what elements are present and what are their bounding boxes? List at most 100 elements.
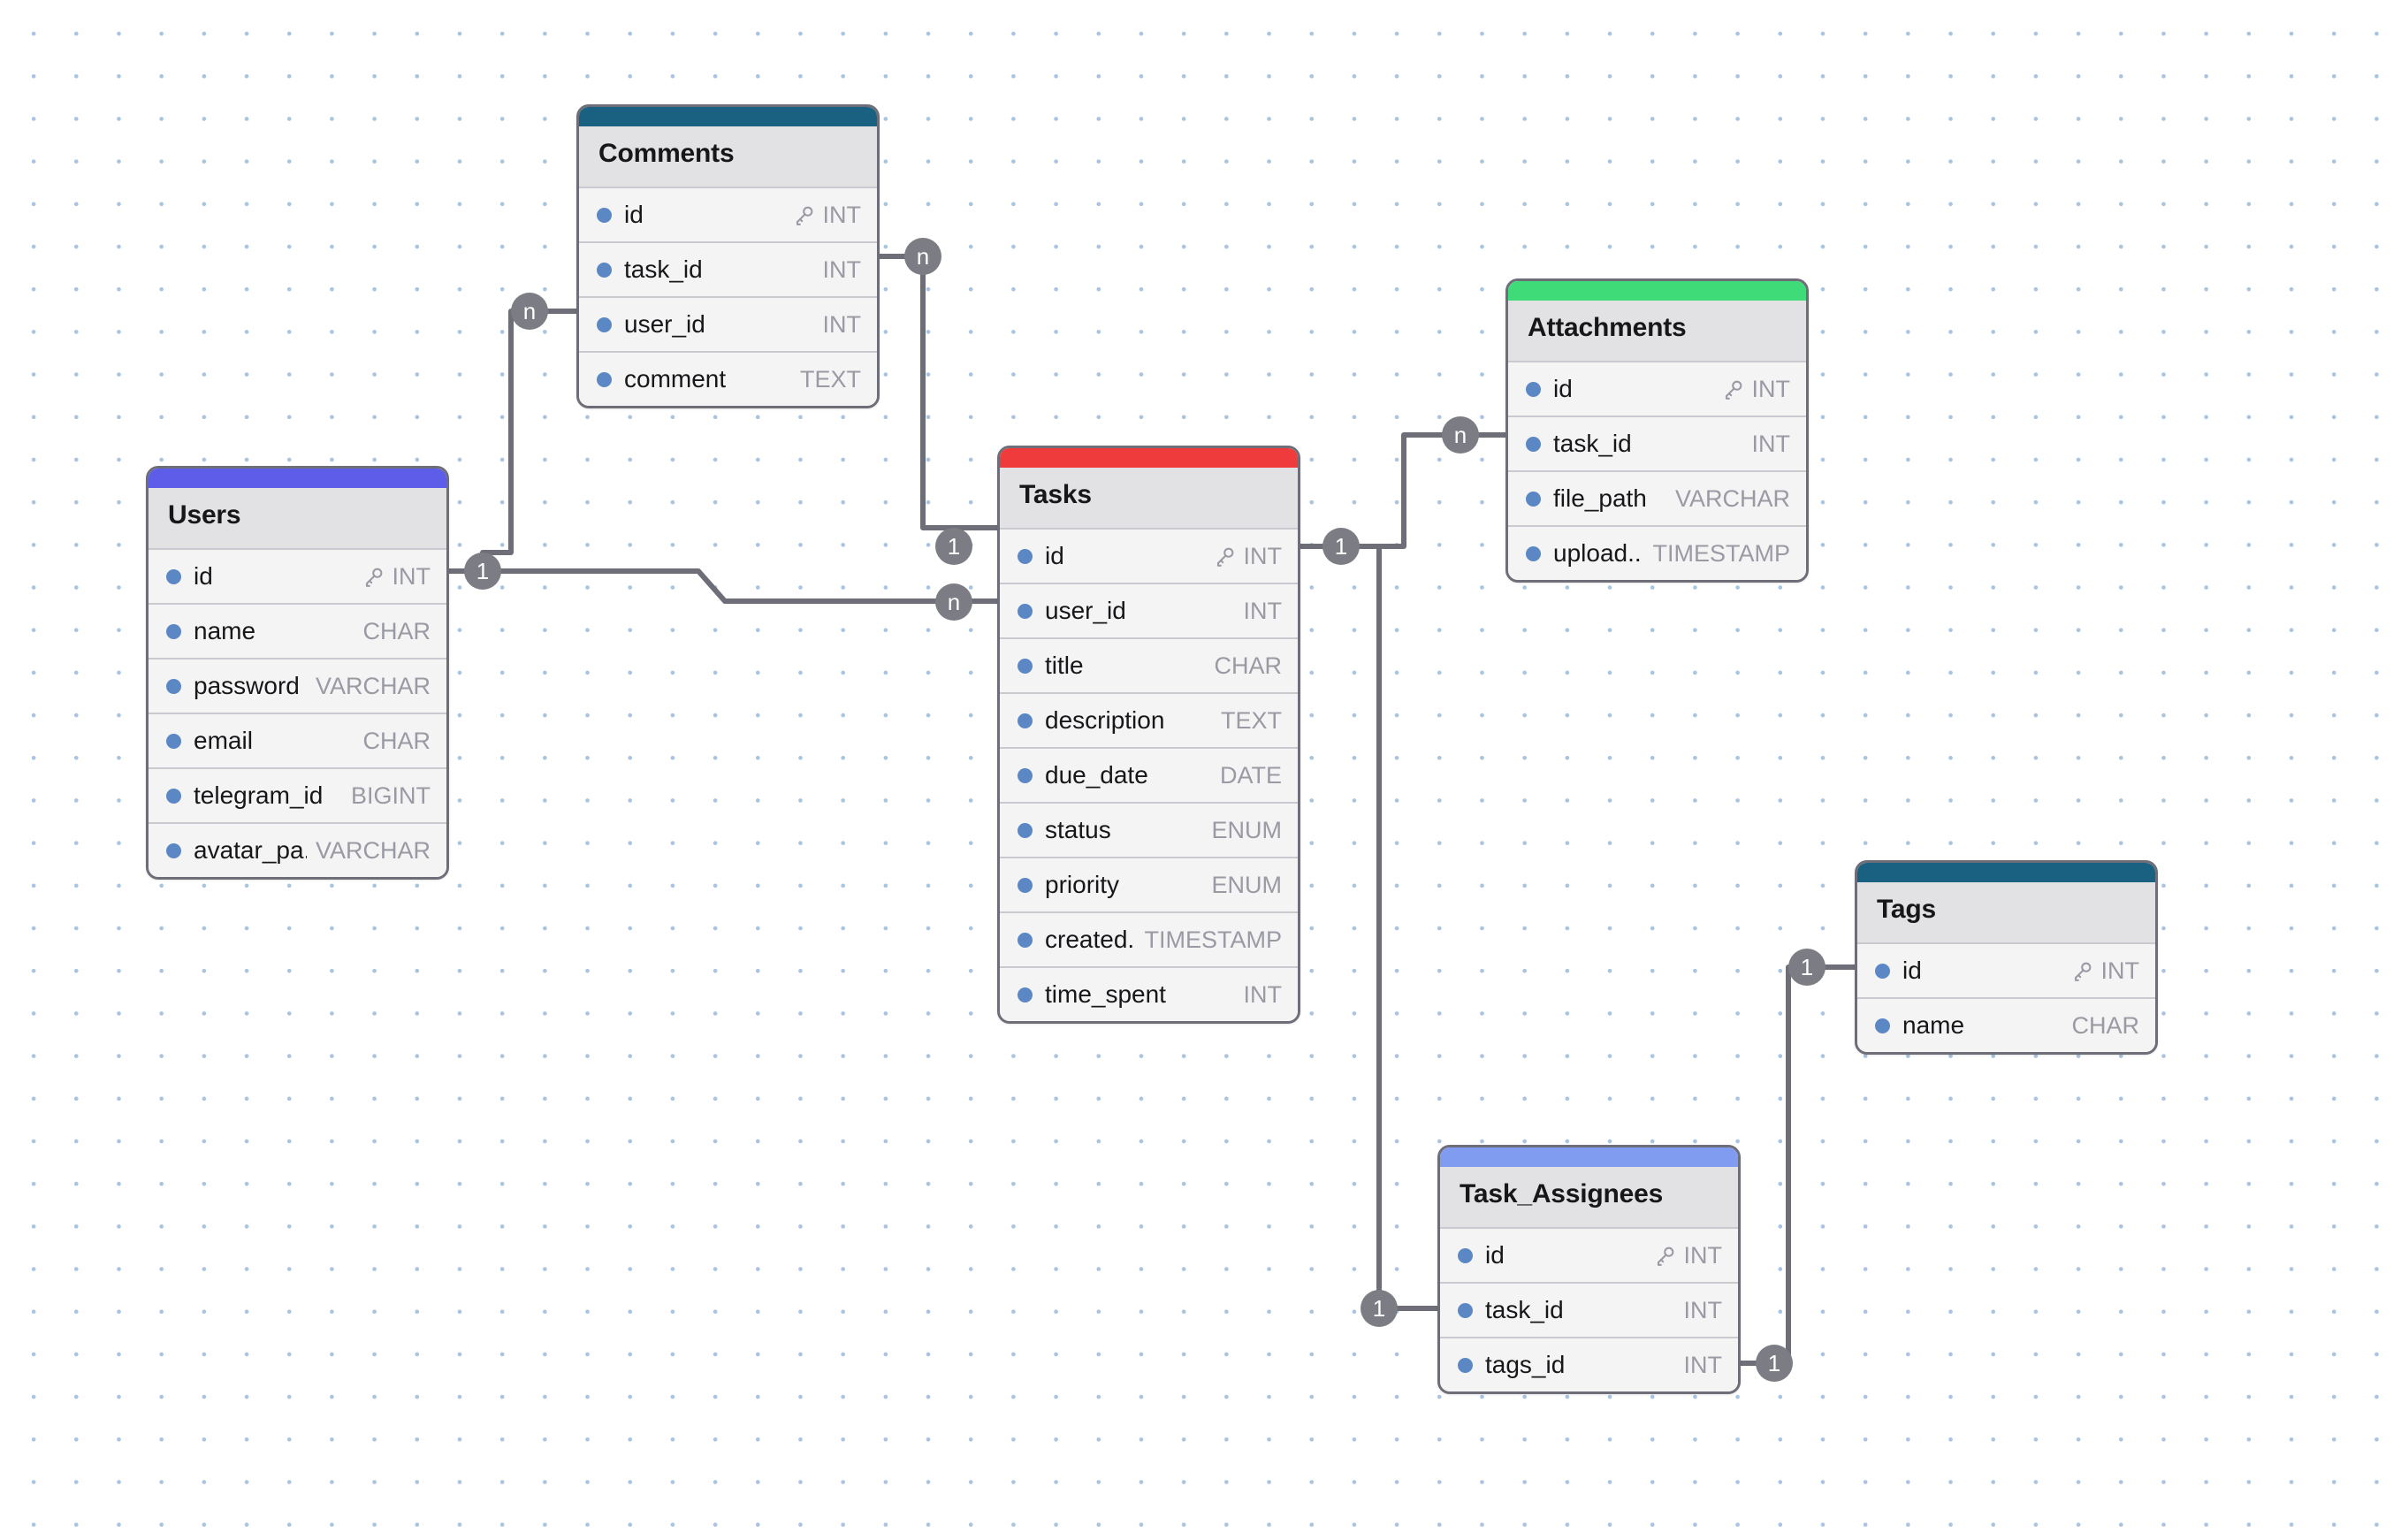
field-row-avatar_pa[interactable]: avatar_pa...VARCHAR <box>149 822 446 877</box>
field-row-comment[interactable]: comment TEXT <box>579 351 877 406</box>
field-name: priority <box>1045 871 1120 898</box>
field-name: name <box>1902 1011 1965 1039</box>
key-icon <box>1214 545 1237 568</box>
field-name: id <box>1553 375 1573 402</box>
field-meta: INT <box>1684 1352 1723 1379</box>
field-type: VARCHAR <box>315 836 431 864</box>
field-type: VARCHAR <box>1674 484 1790 512</box>
cardinality-badge-tags-assignees: 1 <box>1756 1345 1793 1382</box>
field-name: password <box>194 672 300 699</box>
field-meta: INT <box>1214 543 1282 570</box>
cardinality-badge-tasks-attachments: n <box>1442 416 1479 454</box>
field-meta: INT <box>1684 1297 1723 1324</box>
table-accent-bar <box>1857 863 2155 882</box>
field-bullet-icon <box>597 262 612 278</box>
field-name: description <box>1045 706 1165 734</box>
field-meta: TIMESTAMP <box>1652 540 1790 568</box>
field-type: INT <box>1683 1351 1723 1378</box>
field-bullet-icon <box>1458 1302 1473 1318</box>
key-icon <box>1722 377 1745 400</box>
field-bullet-icon <box>1526 545 1541 561</box>
field-name: id <box>1485 1241 1505 1269</box>
table-title: Comments <box>579 126 877 187</box>
field-row-created[interactable]: created...TIMESTAMP <box>1000 911 1298 966</box>
key-icon <box>362 565 385 588</box>
edge-users-tasks <box>446 568 1000 604</box>
field-meta: INT <box>1752 431 1791 458</box>
field-row-password[interactable]: password VARCHAR <box>149 658 446 713</box>
field-type: VARCHAR <box>315 672 431 699</box>
field-name: comment <box>624 365 727 393</box>
field-name: user_id <box>1045 597 1126 624</box>
field-type: INT <box>2100 957 2140 984</box>
field-bullet-icon <box>1018 932 1033 948</box>
field-type: TEXT <box>1220 706 1282 734</box>
field-bullet-icon <box>1018 987 1033 1003</box>
field-bullet-icon <box>1018 877 1033 893</box>
cardinality-badge-tasks-comments: n <box>904 238 941 275</box>
field-bullet-icon <box>1018 548 1033 564</box>
field-type: ENUM <box>1211 871 1283 898</box>
field-bullet-icon <box>166 623 181 639</box>
field-type: INT <box>1243 980 1283 1008</box>
table-accent-bar <box>579 107 877 126</box>
field-name: created... <box>1045 926 1135 953</box>
field-meta: INT <box>362 563 431 591</box>
field-bullet-icon <box>166 678 181 694</box>
field-row-description[interactable]: description TEXT <box>1000 692 1298 747</box>
table-accent-bar <box>149 469 446 488</box>
field-row-file_path[interactable]: file_path VARCHAR <box>1508 470 1806 525</box>
field-bullet-icon <box>166 733 181 749</box>
field-row-id[interactable]: id INT <box>1508 361 1806 415</box>
table-title: Attachments <box>1508 301 1806 361</box>
field-bullet-icon <box>1875 963 1890 979</box>
field-row-upload[interactable]: upload... TIMESTAMP <box>1508 525 1806 580</box>
field-meta: ENUM <box>1212 872 1283 899</box>
cardinality-badge-tasks-assignees: 1 <box>1361 1290 1398 1327</box>
field-bullet-icon <box>1526 381 1541 397</box>
field-type: INT <box>1751 430 1791 457</box>
key-icon <box>1654 1244 1677 1267</box>
field-row-priority[interactable]: priority ENUM <box>1000 857 1298 911</box>
field-name: task_id <box>624 255 703 283</box>
field-name: upload... <box>1553 539 1644 567</box>
field-name: file_path <box>1553 484 1647 512</box>
edge-tasks-comments <box>877 254 1000 530</box>
field-type: INT <box>822 201 862 228</box>
cardinality-badge-tags-assignees: 1 <box>1788 949 1826 986</box>
field-meta: INT <box>823 311 862 339</box>
field-type: INT <box>1751 375 1791 402</box>
field-bullet-icon <box>597 316 612 332</box>
field-type: DATE <box>1219 761 1282 789</box>
field-bullet-icon <box>1875 1018 1890 1033</box>
field-type: TEXT <box>799 365 861 393</box>
field-name: status <box>1045 816 1111 843</box>
cardinality-badge-users-comments: n <box>511 293 548 330</box>
